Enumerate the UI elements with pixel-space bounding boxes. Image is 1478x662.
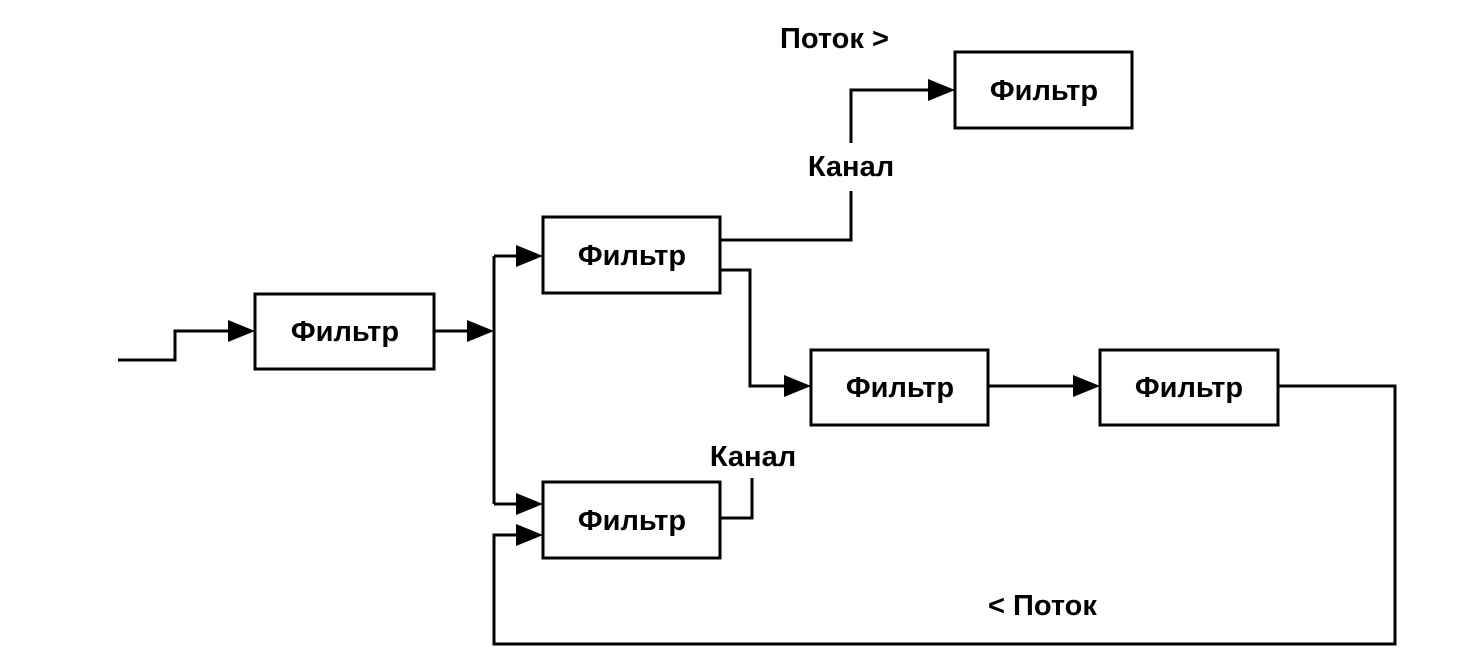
filter-box-middle: Фильтр [809, 348, 990, 427]
filter-box-upper-branch: Фильтр [541, 215, 722, 295]
filter-label: Фильтр [578, 240, 686, 272]
filter-box-lower-branch: Фильтр [541, 480, 722, 560]
feedback-loop-line [492, 384, 1397, 646]
arrow-into-upper-branch [516, 245, 543, 267]
filter-label: Фильтр [990, 75, 1098, 107]
filter-label: Фильтр [291, 316, 399, 348]
filter-box-input: Фильтр [253, 292, 436, 371]
arrow-feedback-into-lower-branch [516, 524, 543, 546]
filter-box-top-right: Фильтр [953, 50, 1134, 130]
channel-middle-label: Канал [710, 441, 796, 473]
filter-label: Фильтр [1135, 372, 1243, 404]
arrow-into-top-right-filter [928, 79, 955, 101]
channel-merge-lower [720, 478, 754, 520]
channel-top-line-upper [849, 88, 938, 143]
arrow-into-input-filter [228, 320, 255, 342]
connections [118, 88, 1397, 646]
arrow-into-right-filter [1073, 375, 1100, 397]
channel-top-line [720, 191, 853, 242]
flow-back-label: < Поток [988, 590, 1097, 622]
channel-top-label: Канал [808, 151, 894, 183]
arrow-into-lower-branch [516, 493, 543, 515]
filter-label: Фильтр [578, 505, 686, 537]
arrow-into-split [467, 320, 494, 342]
filter-box-right: Фильтр [1098, 348, 1280, 427]
arrow-into-middle-filter [784, 375, 811, 397]
channel-merge-upper [720, 268, 794, 388]
flow-forward-label: Поток > [780, 23, 889, 55]
arrow-heads [228, 79, 1100, 546]
filter-label: Фильтр [846, 372, 954, 404]
input-line [118, 329, 238, 362]
